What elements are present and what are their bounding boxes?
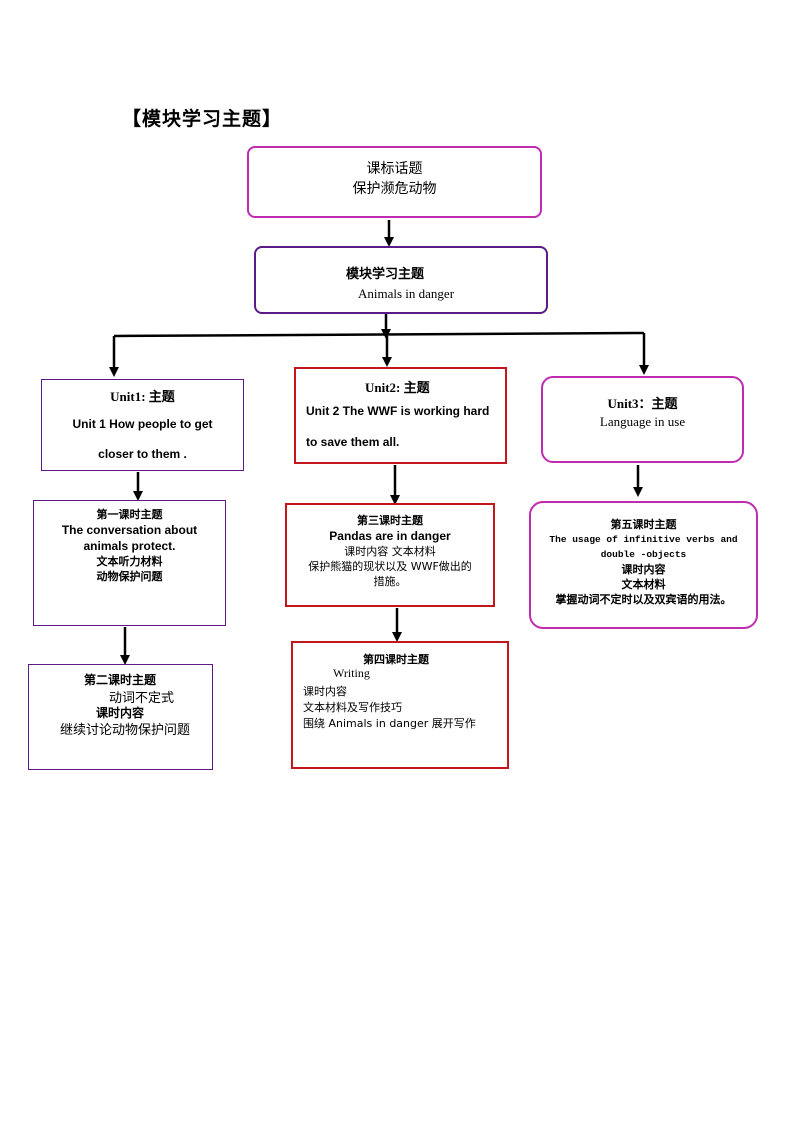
lesson1-label: 第一课时主题 <box>96 508 163 521</box>
lesson4-title: Writing <box>333 666 370 680</box>
unit2-box: Unit2: 主题 Unit 2 The WWF is working hard… <box>294 367 507 464</box>
module-label: 模块学习主题 <box>346 267 425 282</box>
lesson2-content-label: 课时内容 <box>96 706 145 720</box>
lesson5-box: 第五课时主题 The usage of infinitive verbs and… <box>529 501 758 629</box>
lesson4-content-line2: 围绕 Animals in danger 展开写作 <box>303 717 476 730</box>
lesson1-content-line1: 文本听力材料 <box>96 555 163 568</box>
unit3-title: Language in use <box>599 414 686 429</box>
lesson3-content-line2: 措施。 <box>373 575 407 588</box>
lesson2-box: 第二课时主题 动词不定式 课时内容 继续讨论动物保护问题 <box>28 664 213 770</box>
unit2-title-line2: to save them all. <box>306 435 400 449</box>
unit2-title-line1: Unit 2 The WWF is working hard <box>306 404 490 418</box>
lesson4-content-label: 课时内容 <box>303 685 347 698</box>
lesson3-content-line1: 保护熊猫的现状以及 WWF做出的 <box>308 560 472 573</box>
lesson5-content-label: 课时内容 <box>621 563 666 576</box>
lesson5-label: 第五课时主题 <box>610 518 677 531</box>
lesson1-content-line2: 动物保护问题 <box>96 570 163 583</box>
unit3-box: Unit3：主题 Language in use <box>541 376 744 463</box>
unit1-title-line1: Unit 1 How people to get <box>72 417 213 431</box>
lesson3-title: Pandas are in danger <box>329 529 451 543</box>
lesson5-title-line1: The usage of infinitive verbs and <box>549 534 738 545</box>
unit1-label: Unit1: 主题 <box>110 389 175 404</box>
lesson1-title-line2: animals protect. <box>83 539 176 553</box>
module-box: 模块学习主题 Animals in danger <box>254 246 548 314</box>
topic-box: 课标话题 保护濒危动物 <box>247 146 542 218</box>
lesson1-title-line1: The conversation about <box>61 523 198 537</box>
page-title: 【模块学习主题】 <box>122 108 283 130</box>
lesson5-title-line2: double -objects <box>600 549 687 560</box>
unit2-label: Unit2: 主题 <box>365 380 430 395</box>
lesson3-label: 第三课时主题 <box>357 514 423 527</box>
topic-label: 课标话题 <box>366 161 423 177</box>
lesson3-content-label: 课时内容 文本材料 <box>344 545 436 558</box>
split-line <box>113 331 645 338</box>
module-text: Animals in danger <box>358 286 455 301</box>
lesson4-box: 第四课时主题 Writing 课时内容 文本材料及写作技巧 围绕 Animals… <box>291 641 509 769</box>
lesson2-content: 继续讨论动物保护问题 <box>60 723 191 738</box>
unit3-label: Unit3：主题 <box>607 396 678 411</box>
lesson3-box: 第三课时主题 Pandas are in danger 课时内容 文本材料 保护… <box>285 503 495 607</box>
lesson1-box: 第一课时主题 The conversation about animals pr… <box>33 500 226 626</box>
lesson4-label: 第四课时主题 <box>363 653 429 666</box>
unit1-box: Unit1: 主题 Unit 1 How people to get close… <box>41 379 244 471</box>
topic-text: 保护濒危动物 <box>352 181 437 197</box>
lesson5-content-line1: 文本材料 <box>621 578 666 591</box>
lesson2-label: 第二课时主题 <box>84 673 157 687</box>
lesson2-title: 动词不定式 <box>109 691 175 706</box>
lesson5-content-line2: 掌握动词不定时以及双宾语的用法。 <box>555 593 732 606</box>
unit1-title-line2: closer to them . <box>98 447 187 461</box>
lesson4-content-line1: 文本材料及写作技巧 <box>303 701 402 714</box>
